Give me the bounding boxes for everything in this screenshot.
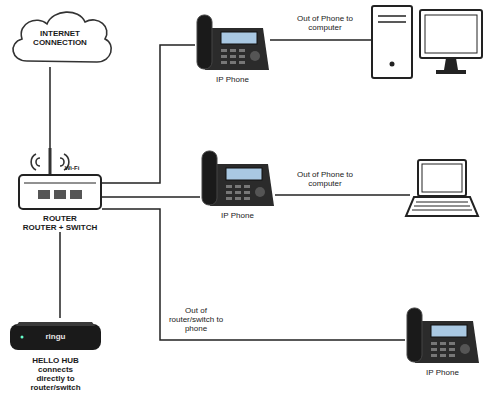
ip-phone-illustration bbox=[200, 148, 275, 210]
node-label: IP Phone bbox=[405, 368, 480, 377]
device-node: IP Phone bbox=[195, 12, 270, 84]
node-label: ringu bbox=[8, 332, 103, 341]
node-label: IP Phone bbox=[200, 211, 275, 220]
node-label: HELLO HUB connects directly to router/sw… bbox=[25, 356, 87, 392]
node-label: ROUTER bbox=[18, 214, 102, 223]
wire-note: Out of Phone to computer bbox=[294, 170, 356, 188]
ip-phone-illustration bbox=[195, 12, 270, 74]
device-node: INTERNET CONNECTION bbox=[5, 5, 115, 67]
network-cable bbox=[102, 196, 200, 198]
network-cable bbox=[49, 67, 51, 148]
node-label: IP Phone bbox=[195, 75, 270, 84]
ip-phone-illustration bbox=[405, 305, 480, 367]
laptop-computer bbox=[406, 160, 478, 216]
router-symbol bbox=[18, 148, 102, 212]
device-node: ringuHELLO HUB connects directly to rout… bbox=[8, 318, 103, 392]
network-cable bbox=[102, 45, 195, 183]
wifi-text: Wi-Fi bbox=[60, 165, 84, 172]
device-node: IP Phone bbox=[200, 148, 275, 220]
node-label: INTERNET CONNECTION bbox=[25, 5, 95, 47]
node-label: ROUTER + SWITCH bbox=[18, 223, 102, 232]
wire-note: Out of Phone to computer bbox=[294, 14, 356, 32]
desktop-monitor bbox=[420, 10, 482, 74]
cable-label: Out of router/switch to phone bbox=[165, 306, 227, 333]
network-cable bbox=[102, 209, 405, 340]
tower-computer bbox=[372, 6, 412, 78]
device-node: ROUTERROUTER + SWITCH bbox=[18, 148, 102, 232]
network-cable bbox=[59, 232, 61, 318]
device-node: IP Phone bbox=[405, 305, 480, 377]
